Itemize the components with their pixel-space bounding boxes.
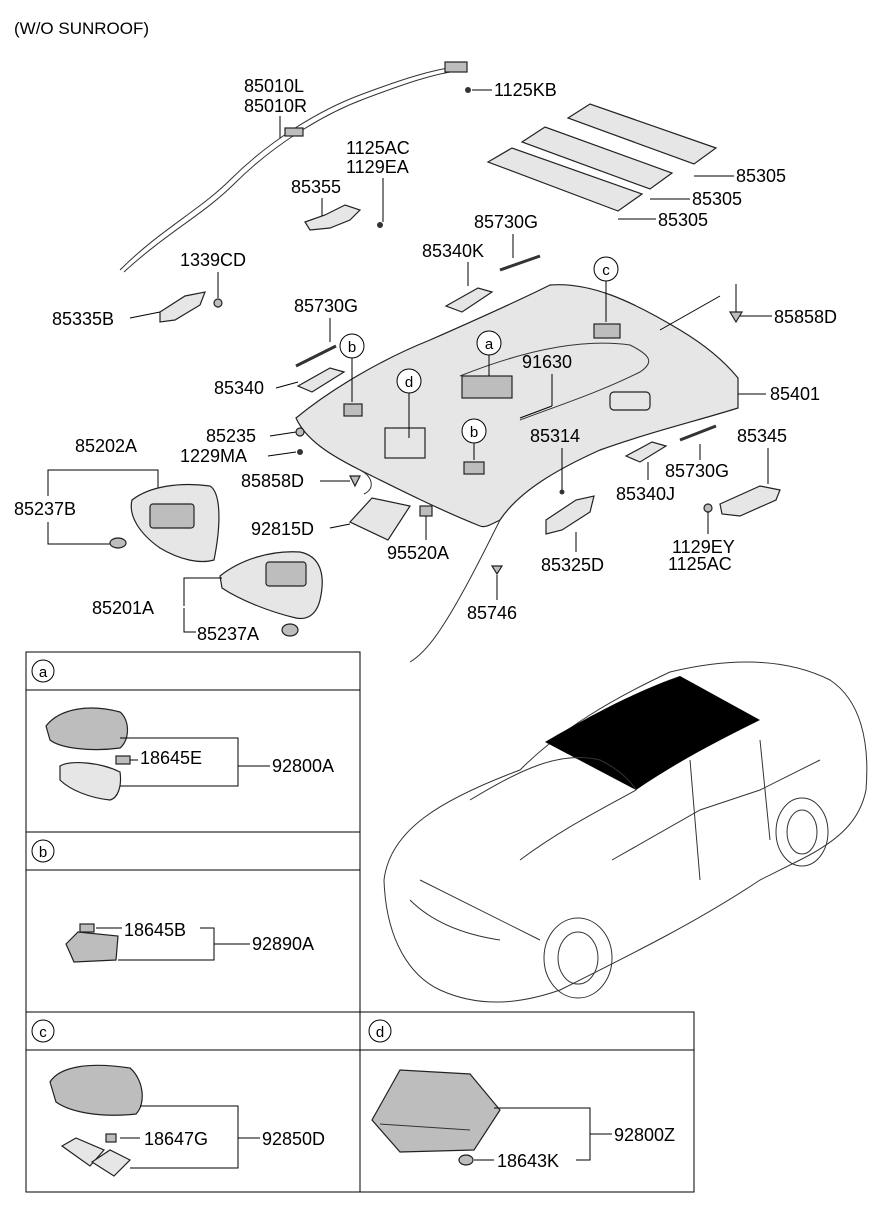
panel-a-letter: a	[39, 664, 48, 681]
label-92815D: 92815D	[251, 519, 314, 539]
label-91630: 91630	[522, 352, 572, 372]
label-1229MA: 1229MA	[180, 446, 247, 466]
label-95520A: 95520A	[387, 543, 449, 563]
callout-b-lower[interactable]: b	[470, 424, 478, 441]
headliner-drawing	[295, 284, 739, 528]
label-85355: 85355	[291, 177, 341, 197]
bracket-85355-drawing	[304, 204, 383, 231]
label-85401: 85401	[770, 384, 820, 404]
label-85235: 85235	[206, 426, 256, 446]
panel-d-assy: 92800Z	[614, 1125, 675, 1145]
panel-c-letter: c	[39, 1024, 47, 1041]
panel-d-bulb: 18643K	[497, 1151, 559, 1171]
label-85325D: 85325D	[541, 555, 604, 575]
label-1125AC-top: 1125AC	[346, 138, 410, 158]
detail-panel-a: a 18645E 92800A	[25, 651, 361, 833]
roof-pads-drawing	[486, 103, 718, 212]
label-85345: 85345	[737, 426, 787, 446]
label-1339CD: 1339CD	[180, 250, 246, 270]
label-85730G-2: 85730G	[294, 296, 358, 316]
panel-b-assy: 92890A	[252, 934, 314, 954]
label-85201A: 85201A	[92, 598, 154, 618]
label-85730G-3: 85730G	[665, 461, 729, 481]
panel-c-bulb: 18647G	[144, 1129, 208, 1149]
label-85746: 85746	[467, 603, 517, 623]
label-85340K: 85340K	[422, 241, 484, 261]
callout-d[interactable]: d	[405, 374, 413, 391]
label-1129EY: 1129EY	[672, 537, 735, 557]
detail-panel-b: b 18645B 92890A	[25, 831, 361, 1013]
label-85340J: 85340J	[616, 484, 675, 504]
car-illustration	[383, 661, 868, 1003]
label-85010R: 85010R	[244, 96, 307, 116]
panel-a-bulb: 18645E	[140, 748, 202, 768]
label-1129EA: 1129EA	[346, 157, 409, 177]
label-85340: 85340	[214, 378, 264, 398]
label-85730G-1: 85730G	[474, 212, 538, 232]
panel-b-letter: b	[39, 844, 47, 861]
callout-b-upper[interactable]: b	[348, 339, 356, 356]
roof-airbag-drawing	[119, 61, 471, 273]
label-85305-2: 85305	[692, 189, 742, 209]
header-note: (W/O SUNROOF)	[14, 19, 149, 38]
label-85305-1: 85305	[736, 166, 786, 186]
label-1125KB: 1125KB	[494, 80, 557, 100]
panel-c-assy: 92850D	[262, 1129, 325, 1149]
callout-a[interactable]: a	[485, 336, 494, 353]
label-85202A: 85202A	[75, 436, 137, 456]
label-85314: 85314	[530, 426, 580, 446]
label-85858D-1: 85858D	[774, 307, 837, 327]
label-85237B: 85237B	[14, 499, 76, 519]
callout-c[interactable]: c	[602, 262, 610, 279]
panel-d-letter: d	[376, 1024, 384, 1041]
label-1125AC-bottom: 1125AC	[668, 554, 732, 574]
label-85305-3: 85305	[658, 210, 708, 230]
label-85237A: 85237A	[197, 624, 259, 644]
label-85010L: 85010L	[244, 76, 304, 96]
label-85858D-2: 85858D	[241, 471, 304, 491]
label-85335B: 85335B	[52, 309, 114, 329]
detail-panel-c: c 18647G 92850D	[25, 1011, 361, 1193]
detail-panel-d: d 18643K 92800Z	[359, 1011, 695, 1193]
panel-b-bulb: 18645B	[124, 920, 186, 940]
panel-a-assy: 92800A	[272, 756, 334, 776]
